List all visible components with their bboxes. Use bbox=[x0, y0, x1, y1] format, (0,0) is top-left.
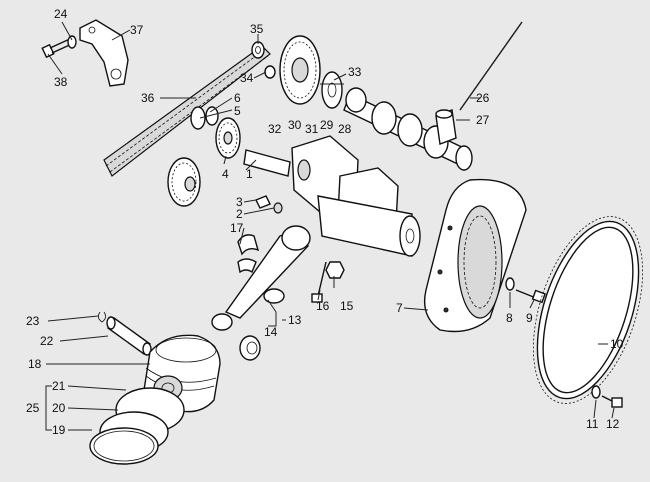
ring-gear-bolt bbox=[601, 395, 623, 408]
callout-25: 25 bbox=[26, 401, 40, 415]
crankshaft bbox=[243, 135, 421, 257]
callout-24: 24 bbox=[54, 7, 68, 21]
callout-15: 15 bbox=[340, 299, 354, 313]
cam-washers bbox=[320, 71, 344, 109]
lower-sprocket bbox=[167, 157, 201, 207]
callout-33: 33 bbox=[348, 65, 362, 79]
flywheel bbox=[423, 178, 527, 333]
callout-16: 16 bbox=[316, 299, 330, 313]
callout-18: 18 bbox=[28, 357, 42, 371]
sprocket-washer-34 bbox=[264, 65, 276, 79]
callout-35: 35 bbox=[250, 22, 264, 36]
callout-3: 3 bbox=[236, 195, 243, 209]
callout-17: 17 bbox=[230, 221, 244, 235]
callout-12: 12 bbox=[606, 417, 620, 431]
callout-2: 2 bbox=[236, 207, 243, 221]
callout-34: 34 bbox=[240, 71, 254, 85]
callout-4: 4 bbox=[222, 167, 229, 181]
callout-29: 29 bbox=[320, 118, 334, 132]
callout-13: 13 bbox=[288, 313, 302, 327]
callout-labels: 24 37 38 35 34 36 6 5 33 26 27 32 30 31 … bbox=[26, 7, 624, 437]
callout-11: 11 bbox=[586, 417, 599, 431]
callout-8: 8 bbox=[506, 311, 513, 325]
flywheel-washer bbox=[505, 277, 515, 291]
camshaft bbox=[343, 87, 473, 171]
rod-nut bbox=[325, 261, 345, 279]
callout-37: 37 bbox=[130, 23, 144, 37]
connecting-rod bbox=[211, 225, 311, 331]
ring-gear-washer bbox=[591, 385, 601, 399]
small-end-bushing bbox=[239, 335, 261, 361]
callout-36: 36 bbox=[141, 91, 155, 105]
camshaft-sprocket bbox=[279, 35, 321, 105]
piston-pin bbox=[106, 316, 152, 356]
callout-1: 1 bbox=[246, 167, 253, 181]
callout-31: 31 bbox=[305, 122, 319, 136]
callout-22: 22 bbox=[40, 334, 54, 348]
bracket-washer bbox=[67, 35, 77, 49]
push-rod bbox=[459, 21, 523, 111]
rod-bolt bbox=[311, 261, 327, 303]
callout-20: 20 bbox=[52, 401, 66, 415]
callout-7: 7 bbox=[396, 301, 403, 315]
callout-27: 27 bbox=[476, 113, 490, 127]
sprocket-spacer-35 bbox=[251, 41, 265, 59]
big-end-bearing-shells bbox=[237, 234, 260, 274]
piston-ring-oil bbox=[89, 427, 159, 465]
tappet bbox=[435, 109, 457, 145]
callout-26: 26 bbox=[476, 91, 490, 105]
callout-6: 6 bbox=[234, 91, 241, 105]
callout-21: 21 bbox=[52, 379, 66, 393]
flywheel-bolt bbox=[515, 289, 546, 304]
callout-19: 19 bbox=[52, 423, 66, 437]
crank-sprocket bbox=[215, 117, 241, 159]
callout-10: 10 bbox=[610, 337, 624, 351]
callout-30: 30 bbox=[288, 118, 302, 132]
piston-pin-clip bbox=[98, 311, 106, 323]
callout-28: 28 bbox=[338, 122, 352, 136]
timing-chain bbox=[103, 45, 271, 177]
callout-38: 38 bbox=[54, 75, 68, 89]
crank-key bbox=[255, 195, 283, 214]
leader-lines bbox=[45, 21, 615, 431]
callout-23: 23 bbox=[26, 314, 40, 328]
chain-tensioner-bracket bbox=[79, 19, 129, 87]
callout-14: 14 bbox=[264, 325, 278, 339]
callout-32: 32 bbox=[268, 122, 282, 136]
crank-sprocket-washer bbox=[190, 106, 219, 130]
ring-gear bbox=[532, 216, 644, 404]
callout-5: 5 bbox=[234, 104, 241, 118]
callout-9: 9 bbox=[526, 311, 533, 325]
